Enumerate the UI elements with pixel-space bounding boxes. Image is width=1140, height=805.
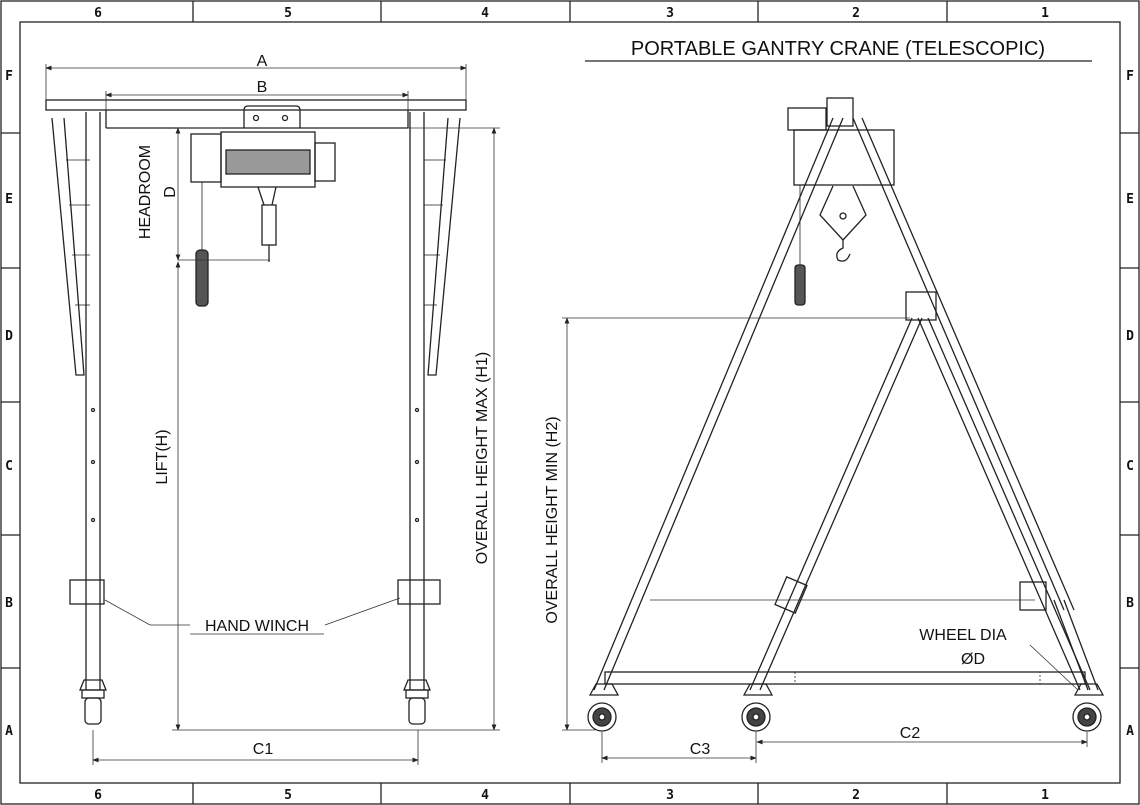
zone-col: 3: [666, 6, 674, 21]
front-dimensions: [45, 64, 500, 765]
tie-bar: [604, 599, 1086, 685]
inner-a-frame: [749, 291, 1091, 691]
hoist-side: [787, 97, 895, 306]
zone-col: 1: [1041, 788, 1049, 803]
drawing-title: PORTABLE GANTRY CRANE (TELESCOPIC): [631, 38, 1045, 60]
zone-col: 3: [666, 788, 674, 803]
front-view: A B HEADROOM D LIFT(H) OVERALL HEIGHT MA…: [45, 53, 500, 765]
outer-a-frame: [593, 117, 1099, 691]
overall-height-max-label: OVERALL HEIGHT MAX (H1): [474, 352, 491, 565]
zone-col: 5: [284, 788, 292, 803]
zone-col: 2: [852, 6, 860, 21]
zone-column-labels: 6 5 4 3 2 1 6 5 4 3 2 1: [94, 6, 1049, 803]
zone-row: C: [5, 459, 13, 474]
hand-winch-label: HAND WINCH: [205, 618, 309, 635]
zone-row: F: [5, 69, 13, 84]
zone-row: E: [1126, 192, 1134, 207]
dim-c3-label: C3: [690, 741, 711, 758]
zone-row: E: [5, 192, 13, 207]
crane-beam: [45, 99, 467, 129]
dim-b-label: B: [257, 79, 268, 96]
zone-col: 6: [94, 788, 102, 803]
right-leg: [397, 112, 461, 725]
zone-col: 6: [94, 6, 102, 21]
side-dimensions: [562, 317, 1088, 763]
zone-col: 5: [284, 6, 292, 21]
lift-label: LIFT(H): [154, 429, 171, 484]
zone-row-labels: F E D C B A F E D C B A: [5, 69, 1134, 739]
zone-row: C: [1126, 459, 1134, 474]
overall-height-min-label: OVERALL HEIGHT MIN (H2): [544, 416, 561, 623]
zone-row: A: [5, 724, 13, 739]
dim-c1-label: C1: [253, 741, 274, 758]
side-view: OVERALL HEIGHT MIN (H2) WHEEL DIA ØD C2 …: [544, 97, 1105, 763]
zone-col: 2: [852, 788, 860, 803]
headroom-symbol: D: [162, 186, 179, 198]
zone-row: F: [1126, 69, 1134, 84]
dim-a-label: A: [257, 53, 268, 70]
dim-c2-label: C2: [900, 725, 921, 742]
wheel-dia-label: WHEEL DIA: [919, 627, 1007, 644]
zone-row: B: [5, 596, 13, 611]
zone-row: D: [1126, 329, 1134, 344]
headroom-label: HEADROOM: [137, 145, 154, 239]
zone-col: 4: [481, 6, 489, 21]
zone-row: B: [1126, 596, 1134, 611]
wheels: [587, 683, 1105, 732]
left-leg: [51, 112, 107, 725]
zone-col: 4: [481, 788, 489, 803]
zone-col: 1: [1041, 6, 1049, 21]
hoist: [190, 131, 336, 307]
wheel-dia-symbol: ØD: [961, 651, 985, 668]
zone-row: D: [5, 329, 13, 344]
zone-row: A: [1126, 724, 1134, 739]
